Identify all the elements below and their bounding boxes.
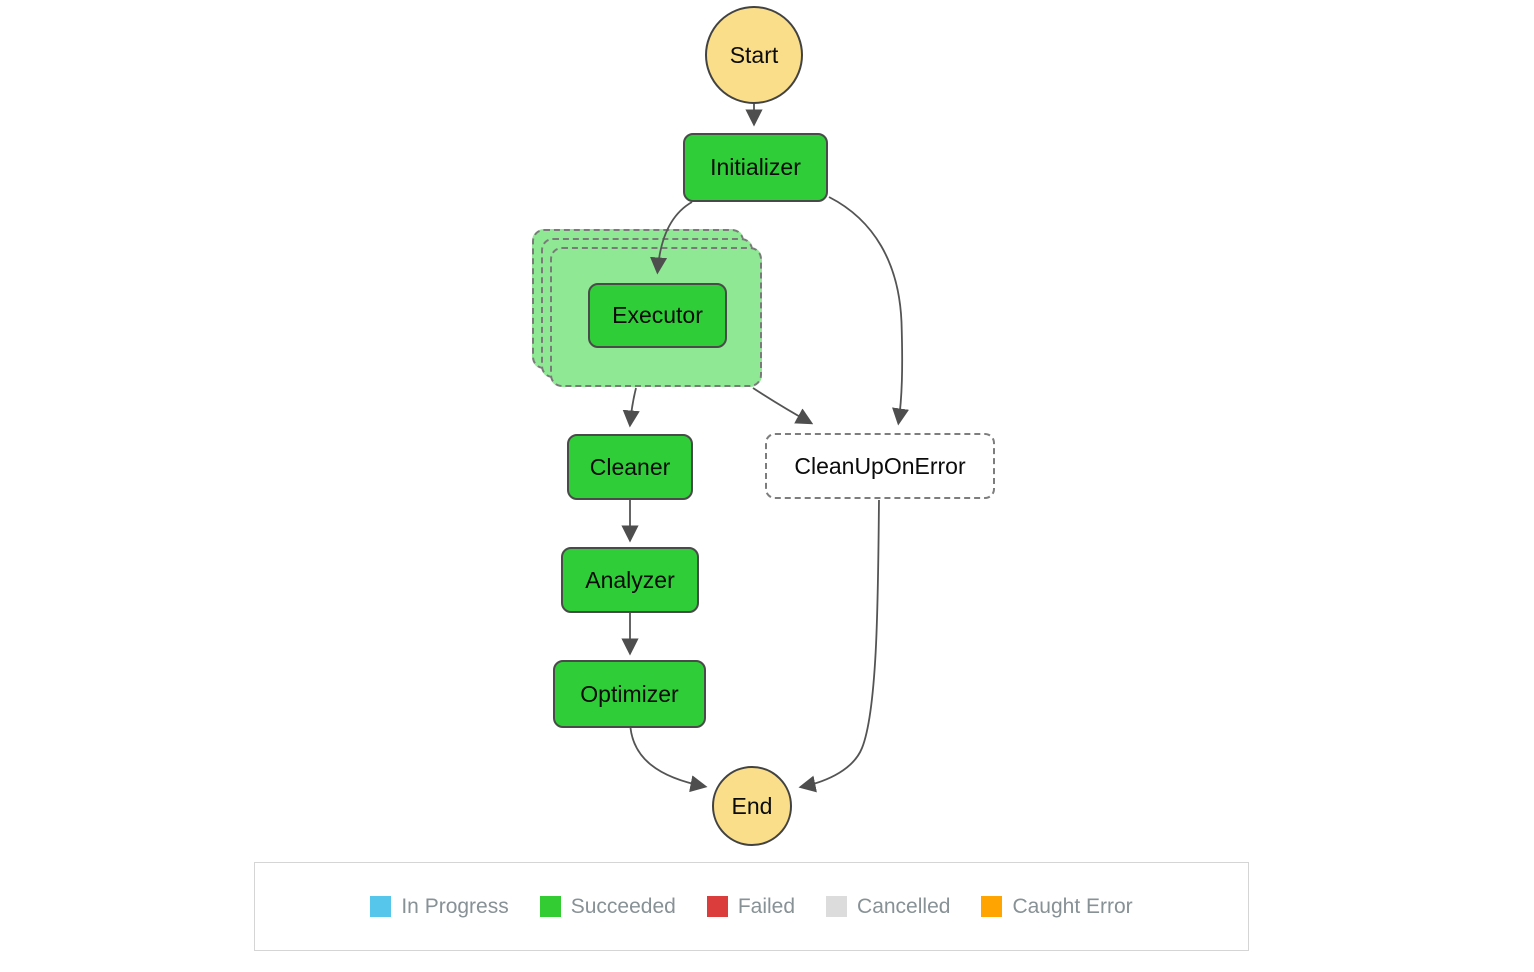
legend-label: In Progress <box>401 894 509 918</box>
status-legend: In Progress Succeeded Failed Cancelled C… <box>254 862 1249 951</box>
state-node-label: Analyzer <box>585 566 675 593</box>
state-node-executor[interactable]: Executor <box>588 283 727 348</box>
state-node-label: Optimizer <box>580 680 679 707</box>
edge-cleanuponerror-end <box>798 499 880 793</box>
cancelled-swatch-icon <box>826 896 848 917</box>
caught-error-swatch-icon <box>981 896 1003 917</box>
legend-label: Caught Error <box>1012 894 1133 918</box>
edge-executor-cleaner <box>622 387 640 428</box>
state-node-optimizer[interactable]: Optimizer <box>553 660 706 728</box>
state-node-cleanuponerror[interactable]: CleanUpOnError <box>765 433 995 499</box>
succeeded-swatch-icon <box>539 896 561 917</box>
state-node-label: CleanUpOnError <box>794 452 966 479</box>
legend-item-caught-error: Caught Error <box>981 894 1133 919</box>
edge-optimizer-end <box>629 727 708 793</box>
end-node-label: End <box>731 792 773 819</box>
legend-item-succeeded: Succeeded <box>539 894 676 919</box>
state-node-cleaner[interactable]: Cleaner <box>567 434 693 500</box>
legend-item-cancelled: Cancelled <box>826 895 950 919</box>
failed-swatch-icon <box>706 896 728 917</box>
legend-item-failed: Failed <box>706 894 796 919</box>
state-node-label: Executor <box>612 302 703 328</box>
legend-label: Failed <box>737 894 796 918</box>
legend-label: Cancelled <box>857 894 951 918</box>
legend-item-in-progress: In Progress <box>370 894 509 919</box>
start-node: Start <box>705 6 803 104</box>
edge-initializer-cleanuponerror <box>828 196 909 426</box>
start-node-label: Start <box>729 41 779 68</box>
legend-label: Succeeded <box>570 894 676 918</box>
end-node: End <box>712 766 792 846</box>
state-node-initializer[interactable]: Initializer <box>683 133 828 202</box>
state-node-analyzer[interactable]: Analyzer <box>561 547 699 613</box>
state-node-label: Initializer <box>710 154 801 180</box>
in-progress-swatch-icon <box>370 896 392 917</box>
state-node-label: Cleaner <box>589 453 671 480</box>
edge-executor-cleanuponerror <box>752 387 814 425</box>
